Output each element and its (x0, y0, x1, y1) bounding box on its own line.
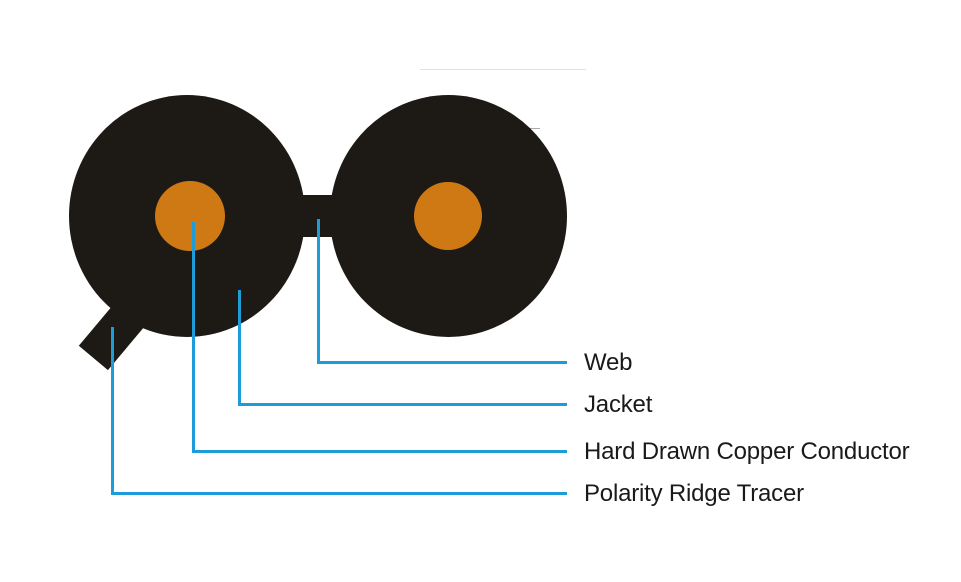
polarity-label: Polarity Ridge Tracer (584, 479, 804, 507)
conductor-label: Hard Drawn Copper Conductor (584, 437, 910, 465)
conductor-leader-line-vertical (192, 222, 195, 453)
conductor-leader-line-horizontal (192, 450, 567, 453)
web-leader-line-vertical (317, 219, 320, 364)
jacket-label: Jacket (584, 390, 653, 418)
conductor-right-circle (414, 182, 482, 250)
web-leader-line-horizontal (317, 361, 567, 364)
polarity-leader-line-horizontal (111, 492, 567, 495)
jacket-leader-line-vertical (238, 290, 241, 406)
hairline-artifact-top (420, 69, 586, 70)
conductor-left-circle (155, 181, 225, 251)
web-label: Web (584, 348, 633, 376)
polarity-leader-line-vertical (111, 327, 114, 495)
jacket-leader-line-horizontal (238, 403, 567, 406)
